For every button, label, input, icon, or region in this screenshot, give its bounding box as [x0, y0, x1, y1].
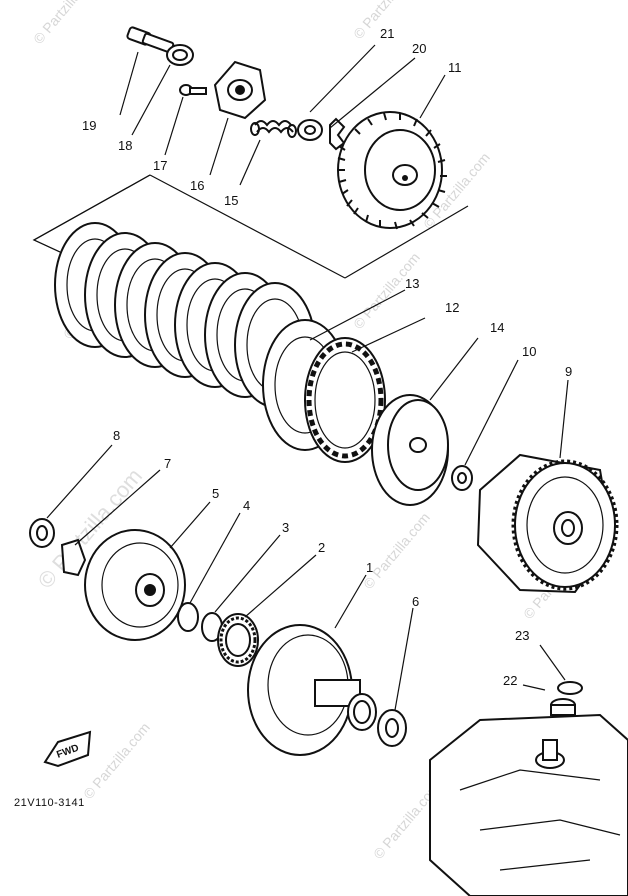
part-4-circlip — [177, 602, 199, 632]
part-17-bolt — [179, 84, 207, 96]
callout-12: 12 — [445, 300, 459, 315]
callout-9: 9 — [565, 364, 572, 379]
callout-18: 18 — [118, 138, 132, 153]
callout-22: 22 — [503, 673, 517, 688]
part-6-washer — [377, 709, 407, 747]
fwd-arrow-icon: FWD — [43, 730, 92, 768]
callout-labels: 19 18 17 16 15 21 20 11 13 12 14 10 9 8 … — [82, 26, 572, 688]
callout-6: 6 — [412, 594, 419, 609]
watermark: © Partzilla.com — [360, 509, 433, 592]
callout-3: 3 — [282, 520, 289, 535]
callout-17: 17 — [153, 158, 167, 173]
callout-8: 8 — [113, 428, 120, 443]
part-23-clip — [557, 681, 583, 695]
part-8-washer — [29, 518, 55, 548]
leader-lines — [46, 44, 569, 711]
drawing-code: 21V110-3141 — [14, 797, 85, 809]
part-2-one-way-clutch — [217, 613, 259, 667]
part-16-pressure-plate — [213, 60, 267, 120]
crankcase-section — [429, 713, 628, 896]
callout-13: 13 — [405, 276, 419, 291]
callout-15: 15 — [224, 193, 238, 208]
callout-19: 19 — [82, 118, 96, 133]
part-11-primary-drive-gear — [337, 111, 447, 230]
part-1-clutch-drum — [247, 624, 377, 756]
part-5-centrifugal-clutch — [84, 529, 186, 641]
part-15-clutch-spring — [250, 120, 297, 138]
part-22-cap — [550, 698, 576, 716]
part-12-friction-plate — [304, 337, 386, 463]
callout-1: 1 — [366, 560, 373, 575]
watermark: © Partzilla.com — [30, 0, 103, 47]
callout-11: 11 — [448, 60, 462, 75]
part-19-push-rod-bolt — [126, 26, 175, 54]
callout-2: 2 — [318, 540, 325, 555]
callout-21: 21 — [380, 26, 394, 41]
callout-14: 14 — [490, 320, 504, 335]
part-9-clutch-housing — [476, 453, 619, 594]
callout-7: 7 — [164, 456, 171, 471]
callout-23: 23 — [515, 628, 529, 643]
part-18-bearing — [166, 44, 194, 66]
part-14-clutch-boss — [371, 394, 449, 506]
callout-4: 4 — [243, 498, 250, 513]
callout-10: 10 — [522, 344, 536, 359]
part-20-lock-washer — [329, 117, 346, 151]
part-21-washer — [297, 119, 323, 141]
part-7-lock-plate — [60, 538, 87, 577]
plate-stack-bracket-lines — [32, 174, 469, 279]
callout-16: 16 — [190, 178, 204, 193]
part-10-washer — [451, 465, 473, 491]
callout-20: 20 — [412, 41, 426, 56]
callout-5: 5 — [212, 486, 219, 501]
